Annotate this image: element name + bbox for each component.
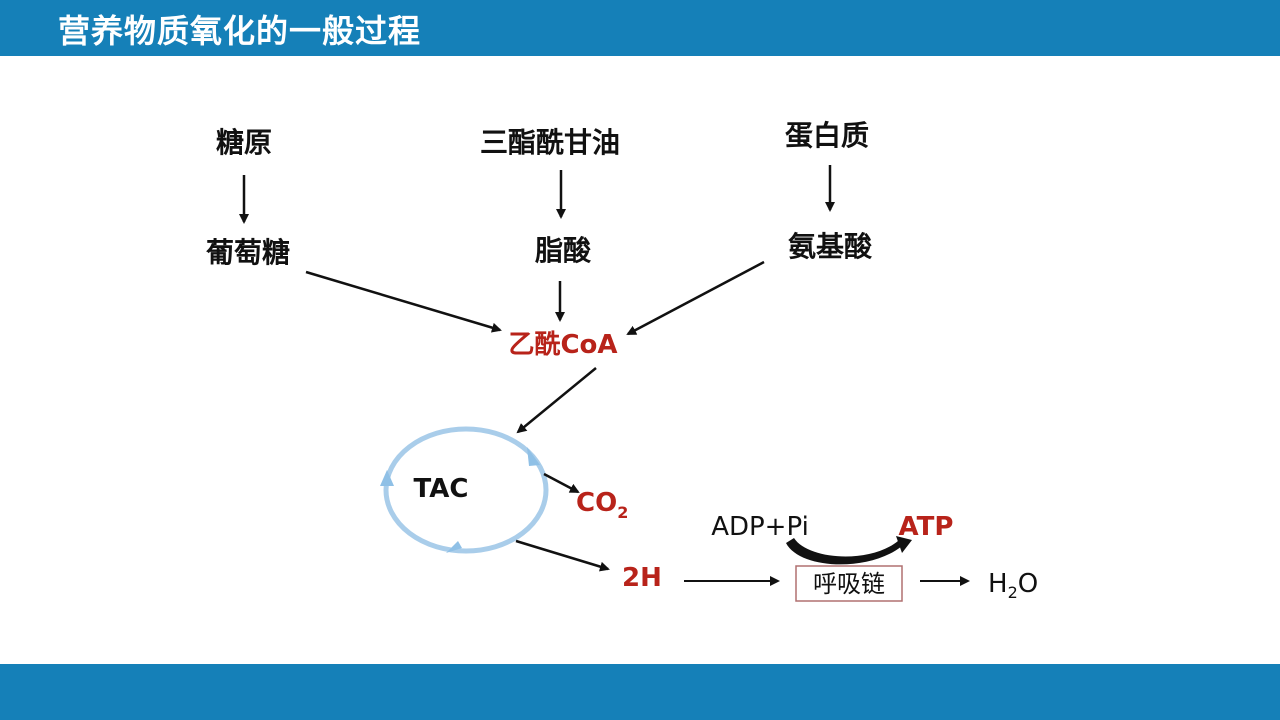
arrow-glucose-acetylcoa <box>305 270 502 333</box>
co2-subscript: 2 <box>617 503 628 522</box>
node-fatty-acid: 脂酸 <box>535 234 592 267</box>
tac-cycle-arrowhead-right <box>527 447 540 466</box>
h2o-subscript: 2 <box>1008 583 1018 602</box>
node-glycogen: 糖原 <box>216 126 272 159</box>
arrow-aminoacid-acetylcoa <box>626 260 765 336</box>
node-triglyceride: 三酯酰甘油 <box>480 126 620 159</box>
node-glucose: 葡萄糖 <box>206 236 290 269</box>
node-acetyl-coa: 乙酰CoA <box>508 330 617 360</box>
h2o-h: H <box>988 569 1008 599</box>
arrow-tac-2h <box>515 539 610 572</box>
node-co2: CO2 <box>576 488 628 522</box>
tac-cycle-arrowhead-left <box>380 470 394 486</box>
tac-cycle-ring <box>383 426 549 554</box>
node-atp: ATP <box>899 512 954 542</box>
node-protein: 蛋白质 <box>785 119 869 152</box>
node-amino-acid: 氨基酸 <box>788 230 873 263</box>
arrow-acetylcoa-tac <box>516 367 597 434</box>
node-respiratory-chain: 呼吸链 <box>813 570 885 598</box>
footer-bar <box>0 664 1280 720</box>
curved-arrow-head <box>896 536 912 553</box>
node-adp-pi: ADP+Pi <box>711 512 809 542</box>
node-h2o: H2O <box>988 569 1038 602</box>
tac-cycle-arrowhead-bottom <box>446 541 462 553</box>
header-bar: 营养物质氧化的一般过程 <box>0 0 1280 56</box>
arrow-tac-co2 <box>543 472 580 494</box>
curved-arrow-adp-atp <box>786 538 902 565</box>
h2o-o: O <box>1018 569 1038 599</box>
node-2h: 2H <box>622 563 662 593</box>
co2-main: CO <box>576 488 617 518</box>
respiratory-chain-box <box>795 565 903 602</box>
page-title: 营养物质氧化的一般过程 <box>58 12 422 50</box>
node-tac: TAC <box>414 474 469 504</box>
